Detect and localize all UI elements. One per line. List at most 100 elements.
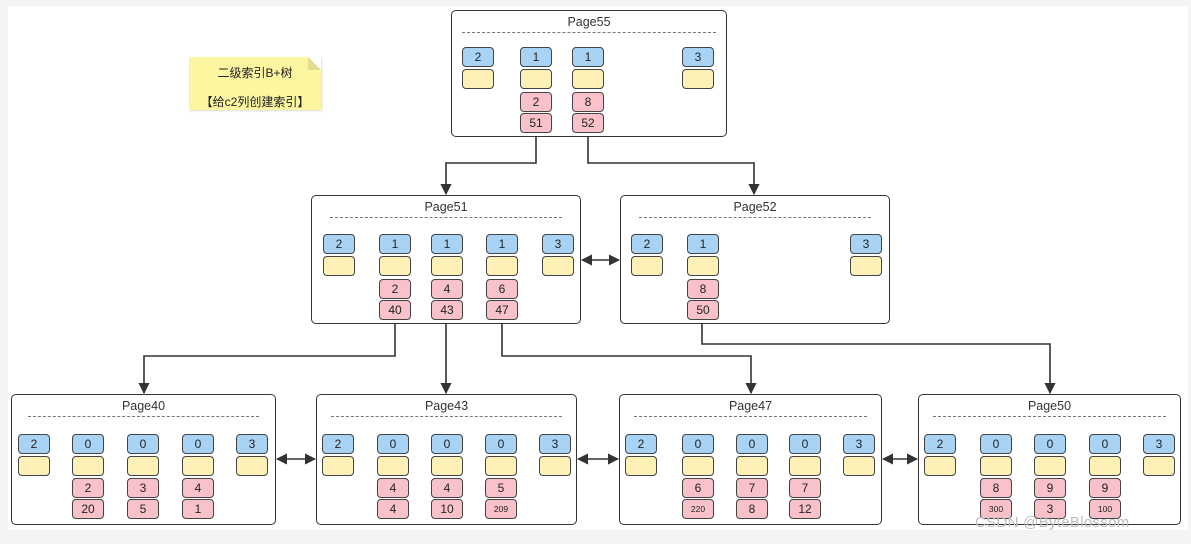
record-key-cell: 7: [736, 478, 768, 498]
infimum-header-cell: 2: [462, 47, 494, 67]
record-key-cell: 7: [789, 478, 821, 498]
record-primary-key-cell: 12: [789, 499, 821, 519]
record-header-cell: 0: [127, 434, 159, 454]
record-header-cell: 0: [485, 434, 517, 454]
record-pointer-cell: [520, 69, 552, 89]
page-divider: [462, 32, 716, 33]
record-key-cell: 8: [687, 279, 719, 299]
record-key-cell: 4: [431, 478, 463, 498]
record-header-cell: 1: [486, 234, 518, 254]
record-header-cell: 0: [431, 434, 463, 454]
record-primary-key-cell: 300: [980, 499, 1012, 519]
record-pointer-cell: [736, 456, 768, 476]
page-divider: [639, 217, 871, 218]
record-page-number-cell: 40: [379, 300, 411, 320]
page-title: Page40: [121, 399, 166, 413]
infimum-pointer-cell: [631, 256, 663, 276]
page-box-page51: Page51 2 1 2 40 1 4 43 1 6 47 3: [311, 195, 581, 324]
record-key-cell: 9: [1034, 478, 1066, 498]
record-primary-key-cell: 100: [1089, 499, 1121, 519]
record-key-cell: 2: [379, 279, 411, 299]
page-title: Page52: [733, 200, 777, 214]
page-box-page55: Page55 2 1 2 51 1 8 52 3: [451, 10, 727, 137]
page-divider: [634, 416, 867, 417]
record-primary-key-cell: 1: [182, 499, 214, 519]
record-key-cell: 3: [127, 478, 159, 498]
infimum-header-cell: 2: [924, 434, 956, 454]
record-header-cell: 0: [1089, 434, 1121, 454]
record-primary-key-cell: 209: [485, 499, 517, 519]
supremum-pointer-cell: [539, 456, 571, 476]
supremum-header-cell: 3: [682, 47, 714, 67]
record-pointer-cell: [72, 456, 104, 476]
record-primary-key-cell: 10: [431, 499, 463, 519]
record-header-cell: 0: [182, 434, 214, 454]
record-primary-key-cell: 4: [377, 499, 409, 519]
supremum-pointer-cell: [542, 256, 574, 276]
supremum-header-cell: 3: [1143, 434, 1175, 454]
page-box-page50: Page50 2 0 8 300 0 9 3 0 9 100 3: [918, 394, 1181, 525]
record-page-number-cell: 50: [687, 300, 719, 320]
record-key-cell: 6: [682, 478, 714, 498]
watermark: CSDN @ByteBlossom: [975, 514, 1130, 531]
supremum-pointer-cell: [682, 69, 714, 89]
record-pointer-cell: [572, 69, 604, 89]
infimum-header-cell: 2: [322, 434, 354, 454]
record-key-cell: 5: [485, 478, 517, 498]
supremum-header-cell: 3: [542, 234, 574, 254]
record-header-cell: 0: [789, 434, 821, 454]
infimum-header-cell: 2: [631, 234, 663, 254]
page-divider: [28, 416, 259, 417]
record-key-cell: 6: [486, 279, 518, 299]
infimum-header-cell: 2: [18, 434, 50, 454]
record-key-cell: 2: [72, 478, 104, 498]
record-pointer-cell: [377, 456, 409, 476]
record-page-number-cell: 47: [486, 300, 518, 320]
record-page-number-cell: 51: [520, 113, 552, 133]
page-title: Page51: [424, 200, 468, 214]
record-header-cell: 1: [520, 47, 552, 67]
page-divider: [330, 217, 562, 218]
record-page-number-cell: 43: [431, 300, 463, 320]
supremum-pointer-cell: [236, 456, 268, 476]
page-box-page40: Page40 2 0 2 20 0 3 5 0 4 1 3: [11, 394, 276, 525]
supremum-header-cell: 3: [850, 234, 882, 254]
supremum-header-cell: 3: [236, 434, 268, 454]
record-key-cell: 8: [980, 478, 1012, 498]
record-pointer-cell: [379, 256, 411, 276]
note-title: 二级索引B+树: [217, 66, 293, 80]
supremum-pointer-cell: [850, 256, 882, 276]
infimum-header-cell: 2: [625, 434, 657, 454]
record-pointer-cell: [1089, 456, 1121, 476]
record-pointer-cell: [682, 456, 714, 476]
record-pointer-cell: [486, 256, 518, 276]
record-pointer-cell: [431, 256, 463, 276]
record-header-cell: 1: [431, 234, 463, 254]
record-key-cell: 8: [572, 92, 604, 112]
sticky-note: 二级索引B+树 【给c2列创建索引】: [189, 57, 321, 110]
record-key-cell: 4: [182, 478, 214, 498]
record-pointer-cell: [687, 256, 719, 276]
record-header-cell: 0: [980, 434, 1012, 454]
record-key-cell: 4: [377, 478, 409, 498]
record-primary-key-cell: 8: [736, 499, 768, 519]
record-header-cell: 1: [379, 234, 411, 254]
record-pointer-cell: [485, 456, 517, 476]
record-primary-key-cell: 5: [127, 499, 159, 519]
record-header-cell: 1: [687, 234, 719, 254]
record-primary-key-cell: 3: [1034, 499, 1066, 519]
note-subtitle: 【给c2列创建索引】: [200, 95, 310, 109]
page-title: Page43: [424, 399, 469, 413]
note-folded-corner: [308, 57, 321, 70]
page-divider: [331, 416, 562, 417]
page-title: Page55: [567, 15, 611, 29]
record-pointer-cell: [182, 456, 214, 476]
page-title: Page50: [1027, 399, 1072, 413]
record-header-cell: 0: [736, 434, 768, 454]
record-header-cell: 1: [572, 47, 604, 67]
record-key-cell: 9: [1089, 478, 1121, 498]
infimum-pointer-cell: [322, 456, 354, 476]
supremum-header-cell: 3: [843, 434, 875, 454]
infimum-pointer-cell: [462, 69, 494, 89]
infimum-pointer-cell: [323, 256, 355, 276]
